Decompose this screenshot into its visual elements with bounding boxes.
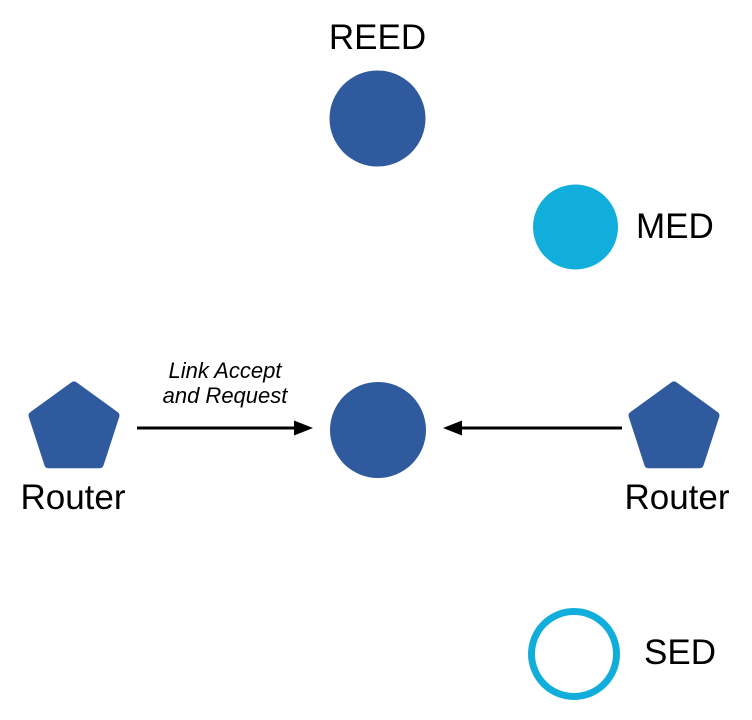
left-arrow-label-line1: Link Accept <box>168 358 282 383</box>
med-node-circle <box>533 184 618 270</box>
sed-node-circle <box>528 608 620 700</box>
router-left-pentagon <box>28 381 120 469</box>
router-right-label: Router <box>624 478 730 517</box>
right-arrowhead <box>443 420 462 436</box>
reed-label: REED <box>328 18 427 57</box>
sed-label: SED <box>644 633 716 672</box>
med-label: MED <box>636 207 714 246</box>
left-arrowhead <box>294 420 313 436</box>
left-arrow-label: Link Accept and Request <box>125 358 325 408</box>
reed-node-circle <box>329 70 426 167</box>
right-arrow <box>443 420 622 436</box>
left-arrow-label-line2: and Request <box>162 383 288 408</box>
router-right-pentagon <box>628 381 720 469</box>
left-arrow <box>137 420 313 436</box>
central-node-circle <box>330 382 426 478</box>
router-left-label: Router <box>20 478 126 517</box>
